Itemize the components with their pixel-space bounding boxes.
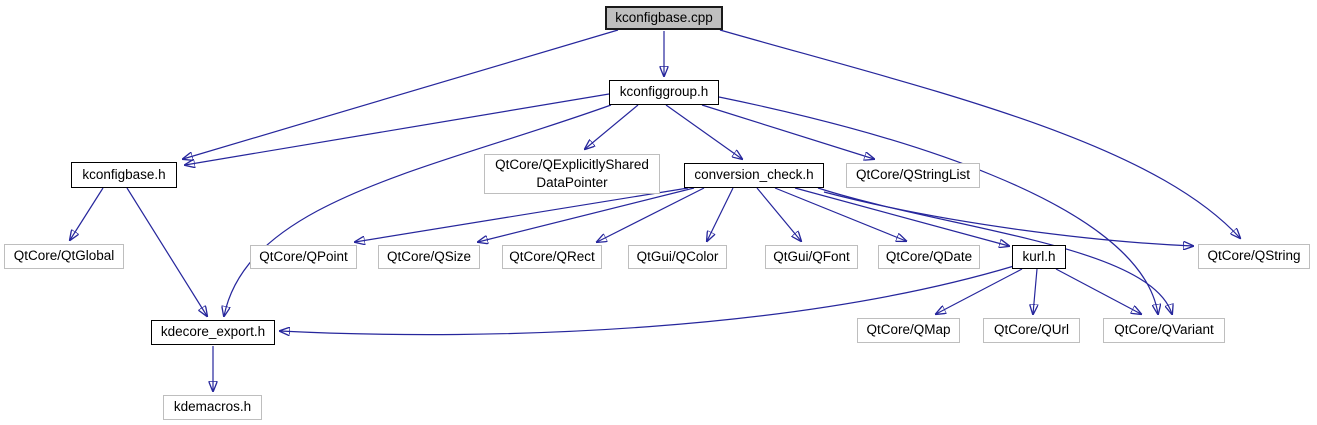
- node-kconfigbase-cpp: kconfigbase.cpp: [605, 6, 723, 30]
- node-qstringlist: QtCore/QStringList: [846, 163, 980, 188]
- node-qvariant-label: QtCore/QVariant: [1114, 322, 1214, 338]
- node-qvariant: QtCore/QVariant: [1103, 318, 1225, 343]
- node-qstring: QtCore/QString: [1198, 244, 1310, 269]
- node-qpoint-label: QtCore/QPoint: [259, 248, 348, 264]
- edge-kurl-h-to-qurl: [1033, 268, 1037, 314]
- edge-conversion-check-h-to-qvariant: [817, 187, 1172, 314]
- node-qrect: QtCore/QRect: [502, 245, 602, 269]
- node-kconfigbase-h-label: kconfigbase.h: [82, 166, 166, 182]
- node-qexplicitlyshareddatapointer-line2: DataPointer: [536, 175, 608, 190]
- edge-kconfigbase-cpp-to-kconfigbase-h: [183, 29, 619, 159]
- edge-kconfiggroup-h-to-qexplicitlyshareddatapointer: [585, 104, 639, 149]
- node-conversion-check-h[interactable]: conversion_check.h: [684, 163, 824, 188]
- node-qtglobal-label: QtCore/QtGlobal: [13, 248, 115, 264]
- node-kurl-h-label: kurl.h: [1022, 248, 1056, 264]
- node-qstringlist-label: QtCore/QStringList: [855, 167, 971, 183]
- node-kconfigbase-cpp-label: kconfigbase.cpp: [615, 9, 713, 25]
- node-qdate: QtCore/QDate: [878, 245, 980, 269]
- node-qrect-label: QtCore/QRect: [509, 248, 595, 264]
- edge-kconfiggroup-h-to-kconfigbase-h: [185, 93, 610, 165]
- node-qexplicitlyshareddatapointer-line1: QtCore/QExplicitlyShared: [495, 157, 649, 173]
- edge-kconfigbase-cpp-to-qstring: [719, 29, 1240, 238]
- node-qcolor: QtGui/QColor: [628, 245, 727, 269]
- node-kdemacros-h-label: kdemacros.h: [173, 399, 252, 415]
- node-qfont-label: QtGui/QFont: [773, 248, 850, 264]
- node-kdecore-export-h[interactable]: kdecore_export.h: [151, 320, 275, 345]
- edge-conversion-check-h-to-qsize: [478, 187, 695, 242]
- edge-kconfigbase-h-to-qtglobal: [70, 187, 104, 240]
- node-kconfiggroup-h-label: kconfiggroup.h: [619, 84, 709, 100]
- node-kdemacros-h: kdemacros.h: [163, 395, 262, 420]
- edge-conversion-check-h-to-qcolor: [707, 187, 734, 241]
- node-qfont: QtGui/QFont: [765, 245, 858, 269]
- node-qmap-label: QtCore/QMap: [866, 322, 951, 338]
- node-qsize-label: QtCore/QSize: [386, 248, 472, 264]
- node-qcolor-label: QtGui/QColor: [636, 248, 719, 264]
- node-kurl-h[interactable]: kurl.h: [1012, 245, 1066, 269]
- node-qmap: QtCore/QMap: [857, 318, 960, 343]
- node-kdecore-export-h-label: kdecore_export.h: [160, 324, 266, 340]
- node-qdate-label: QtCore/QDate: [885, 248, 973, 264]
- edge-kurl-h-to-qmap: [936, 268, 1023, 314]
- edge-conversion-check-h-to-qdate: [774, 187, 906, 241]
- node-qstring-label: QtCore/QString: [1207, 248, 1301, 264]
- node-kconfigbase-h[interactable]: kconfigbase.h: [71, 162, 177, 188]
- edge-kconfigbase-h-to-kdecore-export-h: [126, 187, 207, 316]
- node-conversion-check-h-label: conversion_check.h: [694, 167, 814, 183]
- edge-kurl-h-to-qvariant: [1055, 268, 1141, 314]
- edge-conversion-check-h-to-qstring: [823, 191, 1193, 246]
- edge-kconfiggroup-h-to-qstringlist: [701, 104, 874, 159]
- edge-conversion-check-h-to-qfont: [756, 187, 801, 241]
- node-qpoint: QtCore/QPoint: [250, 245, 357, 269]
- node-qurl-label: QtCore/QUrl: [993, 322, 1069, 338]
- edge-conversion-check-h-to-qrect: [597, 187, 705, 242]
- edge-kconfiggroup-h-to-kdecore-export-h: [224, 104, 612, 316]
- node-qsize: QtCore/QSize: [378, 245, 480, 269]
- node-qtglobal: QtCore/QtGlobal: [4, 244, 124, 269]
- edge-kconfiggroup-h-to-qvariant: [718, 96, 1158, 314]
- node-qurl: QtCore/QUrl: [983, 318, 1080, 343]
- node-kconfiggroup-h[interactable]: kconfiggroup.h: [609, 80, 719, 105]
- edge-conversion-check-h-to-qpoint: [355, 187, 689, 242]
- edge-kconfiggroup-h-to-conversion-check-h: [665, 104, 742, 159]
- edge-conversion-check-h-to-kurl-h: [794, 187, 1009, 246]
- edge-kurl-h-to-kdecore-export-h: [280, 265, 1015, 335]
- node-qexplicitlyshareddatapointer: QtCore/QExplicitlyShared DataPointer: [484, 154, 660, 194]
